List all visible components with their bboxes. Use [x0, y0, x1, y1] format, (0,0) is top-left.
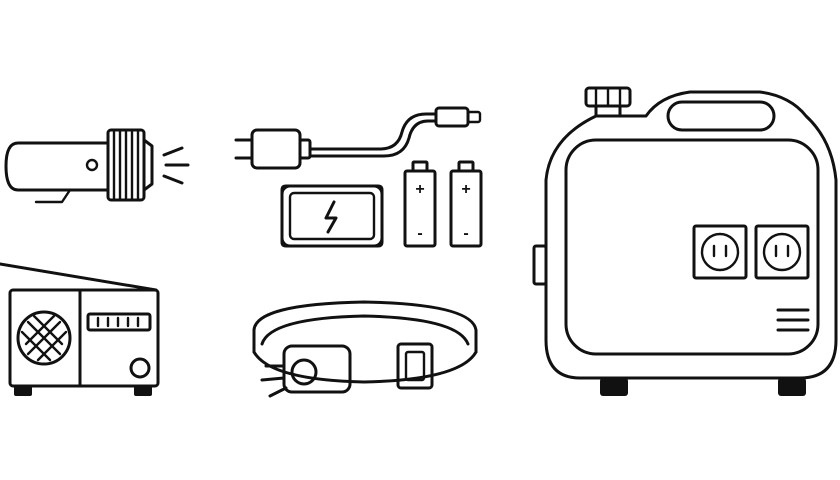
flashlight-icon [4, 128, 190, 204]
charging-cable-icon [234, 106, 482, 170]
battery-plus-symbol: + [461, 181, 470, 198]
battery-plus-symbol: + [415, 181, 424, 198]
battery-minus-symbol: - [417, 225, 422, 242]
battery-minus-symbol: - [463, 225, 468, 242]
aa-battery-icon: + - [449, 160, 483, 248]
emergency-radio-icon [0, 262, 160, 396]
aa-battery-icon: + - [403, 160, 437, 248]
power-bank-icon [280, 184, 384, 248]
portable-generator-icon [532, 86, 838, 396]
headlamp-icon [252, 300, 478, 398]
